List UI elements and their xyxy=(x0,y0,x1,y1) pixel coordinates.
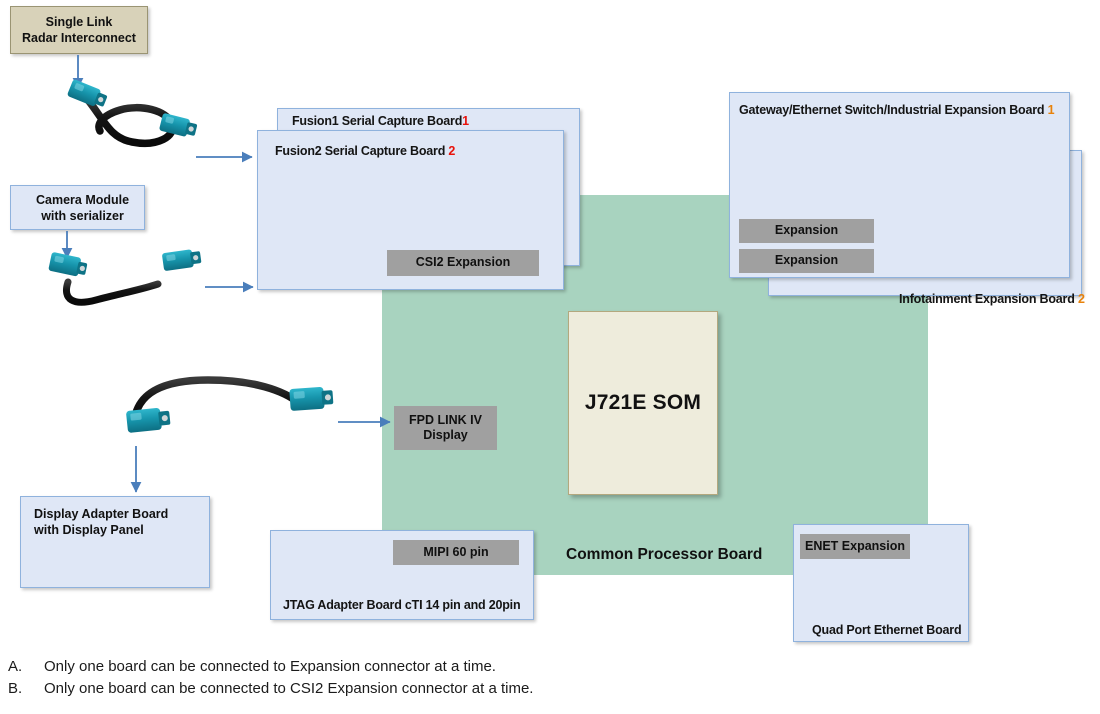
fakra-connector-icon xyxy=(126,407,171,433)
camera-module-label: Camera Module with serializer xyxy=(36,192,129,225)
note-key: A. xyxy=(8,658,23,675)
gateway-label-text: Gateway/Ethernet Switch/Industrial Expan… xyxy=(739,103,1045,117)
note-item: A. Only one board can be connected to Ex… xyxy=(8,658,908,675)
note-item: B. Only one board can be connected to CS… xyxy=(8,680,908,697)
infotainment-label: Infotainment Expansion Board 2 xyxy=(899,292,1085,306)
fpd-link-line2: Display xyxy=(423,428,468,442)
radar-coax-cable-icon xyxy=(84,96,177,147)
quad-port-ethernet-board-label: Quad Port Ethernet Board xyxy=(812,623,962,637)
common-processor-board-label: Common Processor Board xyxy=(566,546,763,563)
fpd-link-iv-display-connector[interactable]: FPD LINK IV Display xyxy=(394,406,497,450)
note-text: Only one board can be connected to Expan… xyxy=(44,658,496,675)
single-link-radar-interconnect-box[interactable]: Single Link Radar Interconnect xyxy=(10,6,148,54)
expansion-1-label: Expansion xyxy=(774,223,839,238)
fusion2-marker: 2 xyxy=(448,144,456,158)
fusion1-label-text: Fusion1 Serial Capture Board xyxy=(292,114,463,128)
infotainment-label-text: Infotainment Expansion Board xyxy=(899,292,1075,306)
som-label: J721E SOM xyxy=(584,391,702,414)
display-adapter-line2: with Display Panel xyxy=(34,523,144,538)
fusion1-marker: 1 xyxy=(462,114,469,128)
j721e-som[interactable]: J721E SOM xyxy=(568,311,718,495)
fpd-link-line1: FPD LINK IV xyxy=(409,412,482,427)
gateway-marker: 1 xyxy=(1047,103,1055,117)
enet-expansion-connector[interactable]: ENET Expansion xyxy=(800,534,910,559)
jtag-adapter-board-label: JTAG Adapter Board cTI 14 pin and 20pin xyxy=(283,598,521,612)
note-key: B. xyxy=(8,680,23,697)
mipi-60-pin-connector[interactable]: MIPI 60 pin xyxy=(393,540,519,565)
radar-interconnect-line2: Radar Interconnect xyxy=(22,31,136,45)
fusion2-label-text: Fusion2 Serial Capture Board xyxy=(275,144,446,158)
fusion1-label: Fusion1 Serial Capture Board1 xyxy=(292,114,469,128)
infotainment-marker: 2 xyxy=(1077,292,1085,306)
gateway-ethernet-switch-industrial-expansion-board[interactable] xyxy=(729,92,1070,278)
camera-module-box[interactable] xyxy=(10,185,145,230)
display-adapter-board-box[interactable] xyxy=(20,496,210,588)
fakra-connector-icon xyxy=(289,386,334,411)
display-adapter-board-label: Display Adapter Board with Display Panel xyxy=(34,506,168,539)
camera-module-line2: with serializer xyxy=(41,209,124,224)
gateway-label: Gateway/Ethernet Switch/Industrial Expan… xyxy=(739,103,1055,117)
fakra-connector-icon xyxy=(162,249,202,271)
camera-module-line1: Camera Module xyxy=(36,193,130,207)
csi2-expansion-connector[interactable]: CSI2 Expansion xyxy=(387,250,539,276)
note-text: Only one board can be connected to CSI2 … xyxy=(44,680,534,697)
display-coax-cable-icon xyxy=(130,376,304,428)
fakra-connector-icon xyxy=(67,79,108,107)
fakra-connector-icon xyxy=(159,113,198,137)
mipi-label: MIPI 60 pin xyxy=(423,544,489,559)
fakra-connector-icon xyxy=(48,252,88,277)
fusion2-label: Fusion2 Serial Capture Board 2 xyxy=(275,144,455,158)
expansion-2-label: Expansion xyxy=(774,253,839,268)
enet-expansion-label: ENET Expansion xyxy=(804,538,906,553)
footer-notes: A. Only one board can be connected to Ex… xyxy=(8,658,908,702)
radar-interconnect-line1: Single Link xyxy=(45,15,113,29)
camera-coax-cable-icon xyxy=(63,278,162,306)
expansion-connector-2[interactable]: Expansion xyxy=(739,249,874,273)
display-adapter-line1: Display Adapter Board xyxy=(34,507,169,521)
csi2-expansion-label: CSI2 Expansion xyxy=(415,255,511,270)
expansion-connector-1[interactable]: Expansion xyxy=(739,219,874,243)
